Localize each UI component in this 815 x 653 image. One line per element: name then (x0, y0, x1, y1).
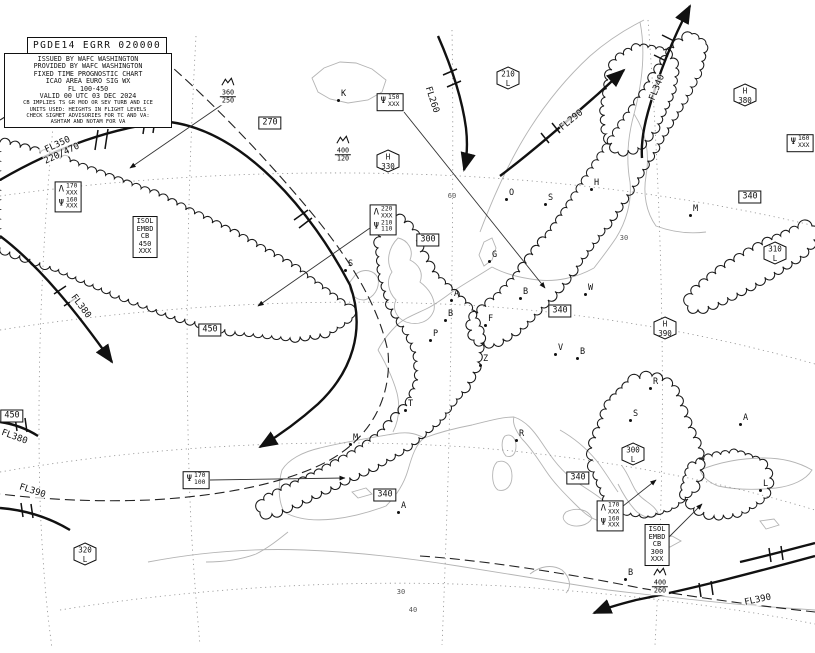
note-line: UNITS USED: HEIGHTS IN FLIGHT LEVELS (29, 106, 147, 113)
info-line: ISSUED BY WAFC WASHINGTON (37, 55, 139, 63)
note-line: ASHTAM AND NOTAM FOR VA (50, 118, 126, 125)
cloud-area-layer (0, 31, 815, 521)
coastline-layer (147, 19, 815, 611)
chart-id-text: PGDE14 EGRR 020000 (33, 40, 162, 51)
info-line: FIXED TIME PROGNOSTIC CHART (33, 69, 143, 78)
info-line: PROVIDED BY WAFC WASHINGTON (33, 62, 143, 71)
chart-note-lines: CB IMPLIES TS GR MOD OR SEV TURB AND ICE… (6, 100, 170, 124)
graticule-layer (0, 19, 815, 649)
note-line: CB IMPLIES TS GR MOD OR SEV TURB AND ICE (23, 100, 153, 107)
chart-id-box: PGDE14 EGRR 020000 (27, 37, 168, 54)
info-line: FL 100-450 (67, 84, 109, 93)
info-line: VALID 00 UTC 03 DEC 2024 (39, 92, 137, 101)
leader-arrow-layer (129, 101, 703, 539)
note-line: CHECK SIGMET ADVISORIES FOR TC AND VA: (26, 112, 150, 119)
info-line: ICAO AREA EURO SIG WX (45, 77, 131, 86)
